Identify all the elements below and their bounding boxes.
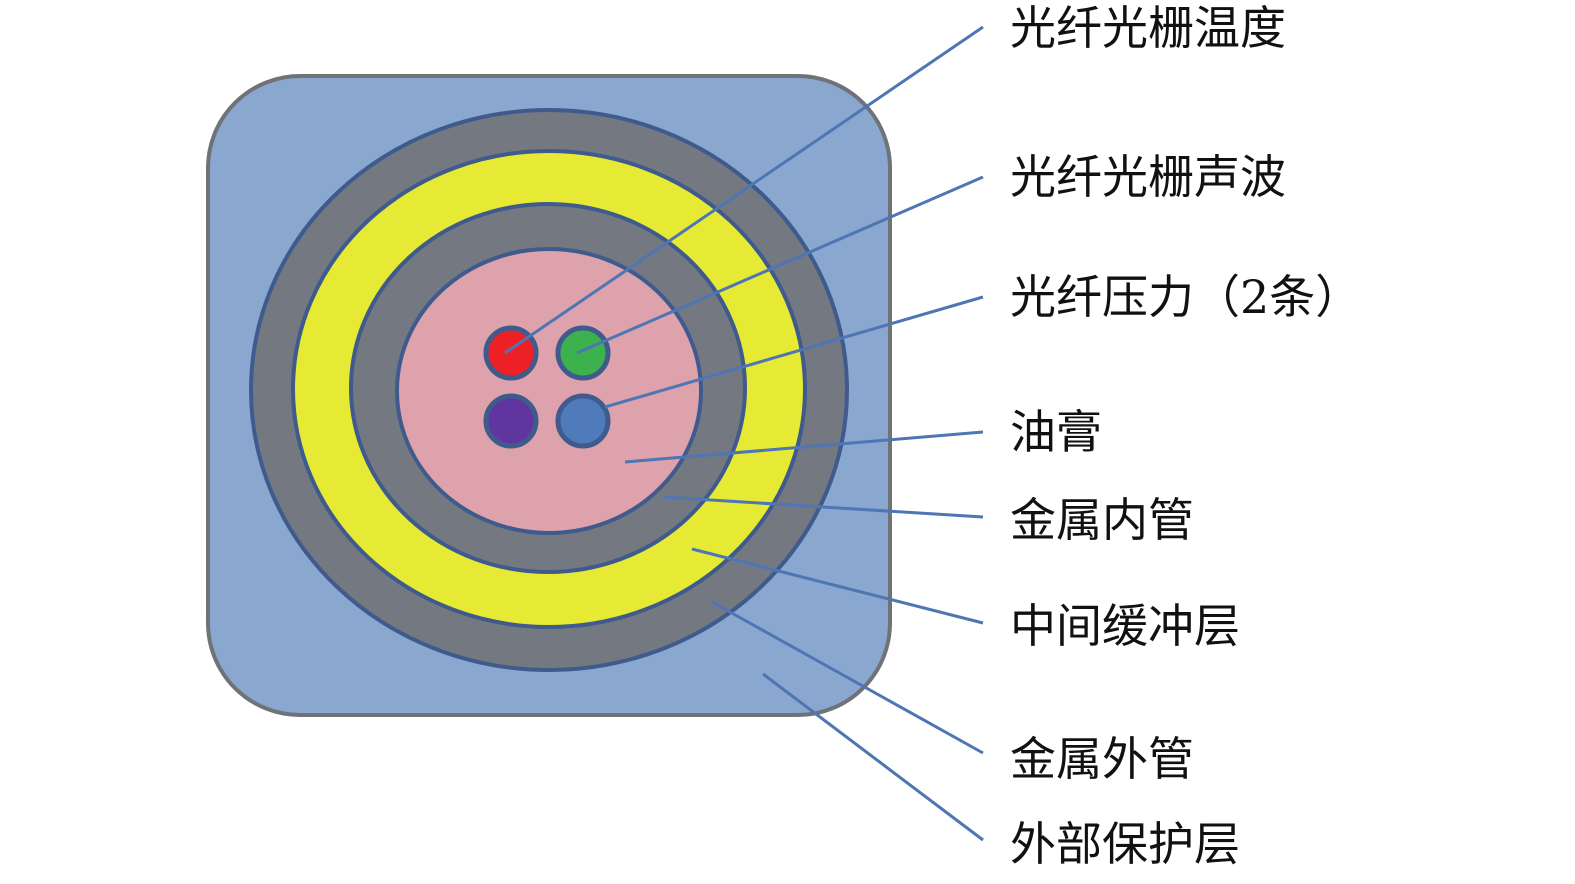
leader-line [762,672,984,842]
label-outer-protection: 外部保护层 [1010,817,1240,871]
leader-line [504,25,984,355]
leader-line [711,600,984,755]
label-fiber-pressure: 光纤压力（2条） [1010,270,1361,324]
fiber-pressure-2 [555,393,611,449]
leader-line [604,295,984,409]
fiber-pressure-1 [483,393,539,449]
label-grease: 油膏 [1010,405,1102,459]
label-middle-buffer: 中间缓冲层 [1010,599,1240,653]
leader-line [624,430,984,464]
leader-line [662,495,984,519]
label-outer-metal-tube: 金属外管 [1010,732,1194,786]
leader-line [691,547,984,625]
leader-line [576,175,984,355]
fiber-acoustic [555,325,611,381]
label-fbg-temperature: 光纤光栅温度 [1010,1,1286,55]
label-inner-metal-tube: 金属内管 [1010,493,1194,547]
label-fbg-acoustic: 光纤光栅声波 [1010,150,1286,204]
